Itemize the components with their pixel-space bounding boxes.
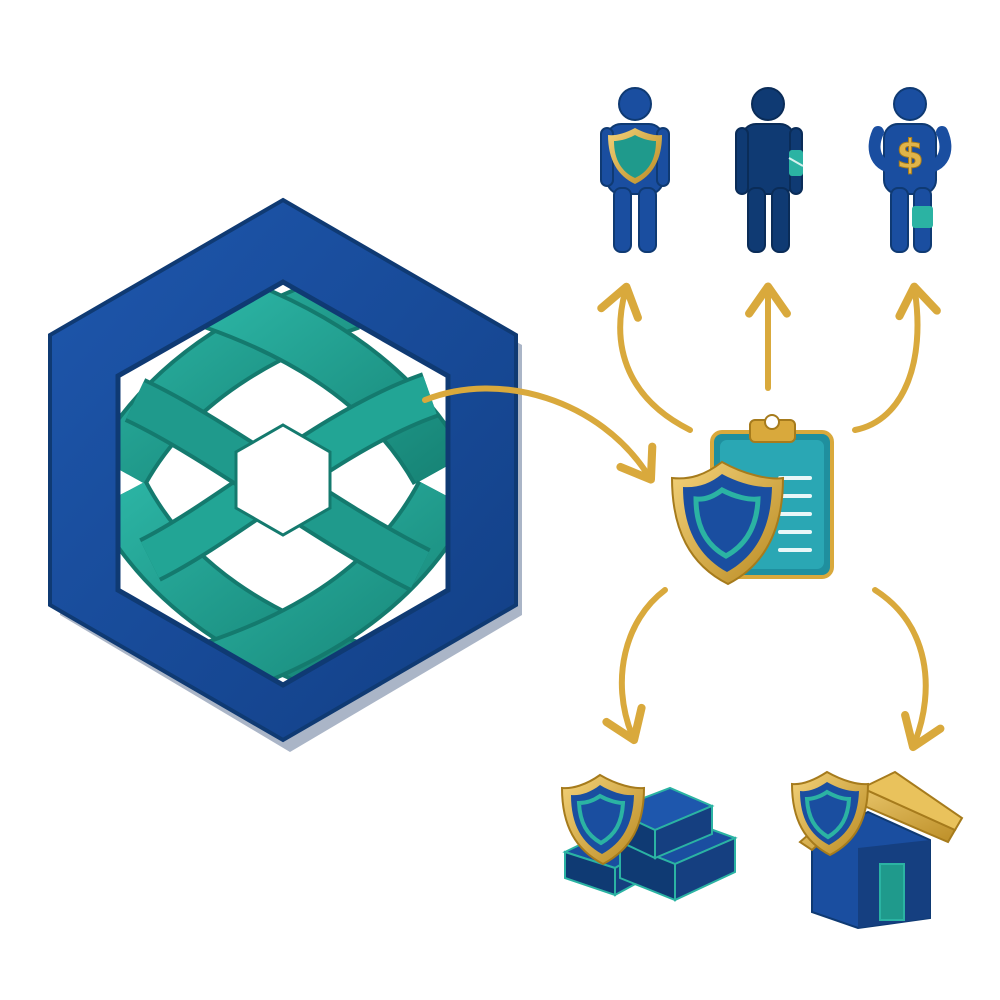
person-injured-arm-icon <box>735 87 804 253</box>
dollar-sign-label: $ <box>896 132 924 178</box>
arrow-hub-to-gold-bars <box>602 587 668 745</box>
gold-bars-shield-icon <box>560 773 738 902</box>
flow-arrows <box>422 282 945 752</box>
person-shield-icon <box>600 87 670 253</box>
arrow-hub-to-person-left <box>597 282 693 433</box>
hexagon-woven-logo-icon <box>48 197 522 752</box>
person-dollar-icon: $ <box>868 87 952 253</box>
arrow-hub-to-person-right <box>852 282 941 433</box>
arrow-hub-to-house <box>872 587 945 752</box>
arrow-logo-to-hub <box>422 385 657 484</box>
house-shield-icon <box>790 770 964 930</box>
clipboard-shield-icon <box>670 414 834 586</box>
